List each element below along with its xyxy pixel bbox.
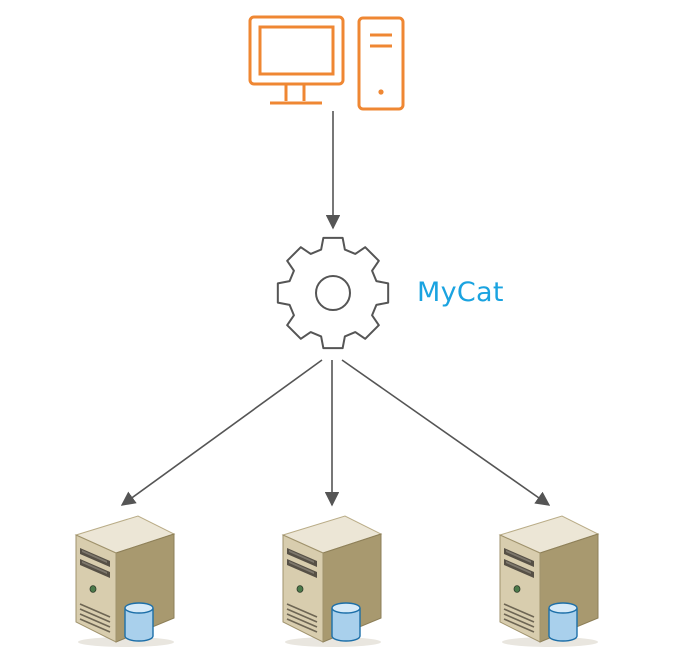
mycat-node <box>276 236 390 350</box>
database-server-icon <box>75 515 175 648</box>
arrow-mycat-to-server-3 <box>341 359 551 506</box>
client-computer <box>248 15 405 111</box>
pc-tower-icon <box>357 16 405 111</box>
database-server-1 <box>75 515 175 648</box>
arrow-mycat-to-server-1 <box>120 359 323 506</box>
gear-icon <box>276 236 390 350</box>
database-server-icon <box>282 515 382 648</box>
database-server-icon <box>499 515 599 648</box>
desktop-computer-icon <box>248 15 405 111</box>
gear-hub <box>315 275 351 311</box>
database-server-2 <box>282 515 382 648</box>
mycat-label: MyCat <box>417 277 504 308</box>
monitor-icon <box>248 15 345 86</box>
database-server-3 <box>499 515 599 648</box>
